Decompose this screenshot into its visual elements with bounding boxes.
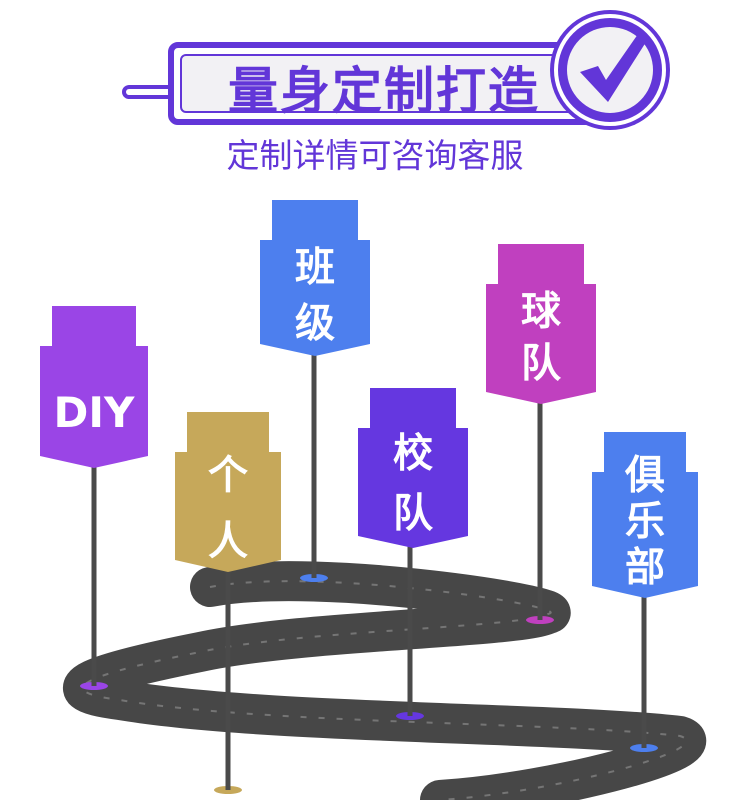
sign-label: 校 bbox=[393, 430, 433, 476]
banner-frame: 量身定制打造 bbox=[168, 42, 626, 125]
signpost-julebu: 俱乐部 bbox=[592, 432, 698, 752]
sign-label: 队 bbox=[393, 490, 434, 536]
sign-label: 部 bbox=[625, 544, 665, 590]
sign-label: 人 bbox=[208, 518, 248, 564]
sign-label: 级 bbox=[295, 300, 335, 346]
sign-label: 个 bbox=[208, 452, 248, 498]
sign-label: 乐 bbox=[625, 498, 665, 544]
sign-board bbox=[175, 412, 281, 572]
sign-label: 球 bbox=[521, 288, 562, 334]
signpost-pole bbox=[91, 458, 97, 686]
sign-label: 俱 bbox=[624, 452, 665, 498]
signpost-qiudui: 球队 bbox=[486, 244, 596, 624]
check-badge bbox=[554, 14, 666, 126]
sign-label: DIY bbox=[54, 388, 135, 437]
sign-label: 班 bbox=[295, 244, 335, 290]
sign-board bbox=[260, 200, 370, 356]
signpost-geren: 个人 bbox=[175, 412, 281, 794]
title-banner: 量身定制打造 bbox=[122, 14, 682, 132]
banner-inner-frame: 量身定制打造 bbox=[180, 54, 614, 120]
signpost-pole bbox=[537, 394, 543, 620]
sign-board bbox=[592, 432, 698, 598]
signpost-pole bbox=[311, 346, 317, 578]
signpost-banji: 班级 bbox=[260, 200, 370, 582]
banner-title: 量身定制打造 bbox=[228, 62, 540, 120]
sign-board bbox=[486, 244, 596, 404]
sign-board bbox=[40, 306, 148, 468]
sign-board bbox=[358, 388, 468, 548]
signpost-xiaodui: 校队 bbox=[358, 388, 468, 720]
signpost-pole bbox=[407, 538, 413, 716]
banner-subtitle: 定制详情可咨询客服 bbox=[226, 136, 524, 175]
sign-label: 队 bbox=[521, 340, 562, 386]
signpost-pole bbox=[641, 588, 647, 748]
signpost-pole bbox=[225, 562, 231, 790]
road bbox=[62, 561, 707, 800]
check-mark-icon bbox=[580, 34, 646, 102]
signpost-diy: DIY bbox=[40, 306, 148, 690]
